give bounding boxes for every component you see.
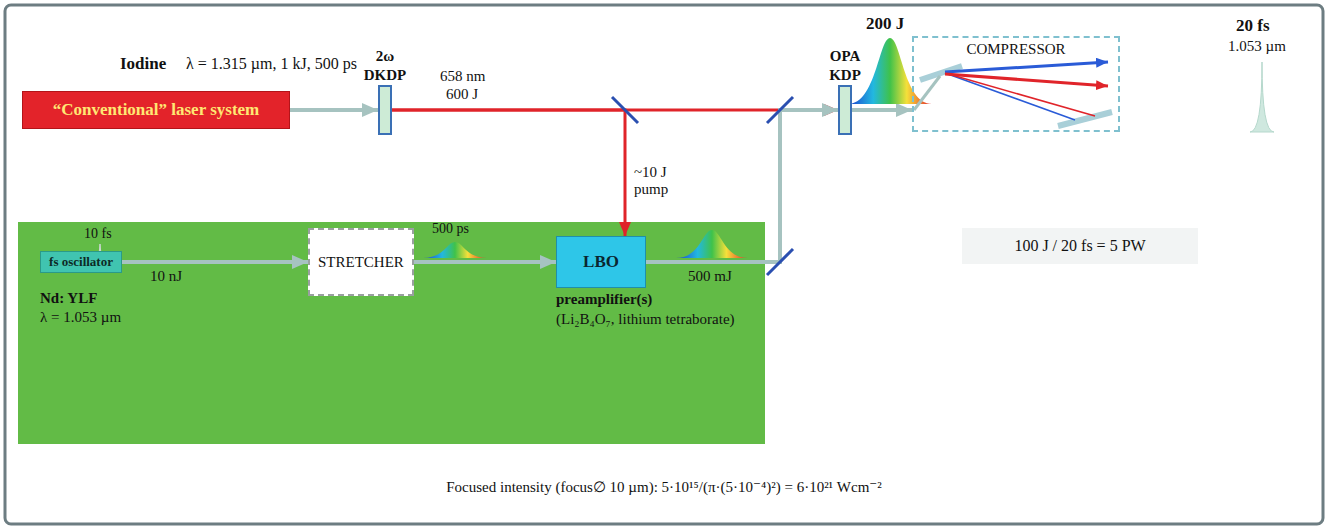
process-box: “Conventional” laser system: [22, 91, 290, 129]
text-label: 20 fs: [1236, 16, 1270, 36]
box-label: 100 J / 20 fs = 5 PW: [1014, 237, 1145, 255]
red-arrow: [945, 74, 1108, 86]
beam-splitter: [612, 97, 638, 123]
laser-beam: [646, 110, 838, 262]
pump-beam: [392, 109, 838, 112]
edge-label: 500 mJ: [688, 268, 732, 285]
crystal-element: 2ωDKDP: [355, 47, 415, 135]
edge-label: 10 nJ: [150, 268, 182, 285]
box-label: LBO: [583, 252, 619, 272]
text-label: λ = 1.053 µm: [40, 309, 121, 326]
text-label: 500 ps: [432, 221, 469, 237]
box-label: “Conventional” laser system: [53, 100, 260, 120]
process-box: fs oscillator: [40, 251, 122, 273]
grating: [1058, 112, 1112, 126]
crystal-slab: [838, 85, 852, 135]
process-box: COMPRESSOR: [912, 36, 1120, 132]
laser-beam: [852, 108, 912, 112]
mirror: [767, 249, 793, 275]
laser-beam: [122, 260, 308, 264]
box-label: STRETCHER: [318, 254, 404, 271]
process-box: 100 J / 20 fs = 5 PW: [962, 228, 1198, 264]
illustration: [92, 38, 1274, 275]
text-label: 658 nm: [440, 68, 485, 85]
process-box: STRETCHER: [308, 228, 414, 296]
blue-arrow: [945, 62, 1108, 72]
laser-beam: [290, 108, 378, 112]
beam: [914, 76, 940, 110]
beam-splitter: [767, 97, 793, 123]
background: [5, 5, 1323, 524]
note-text: (Li₂B₄O₇, lithium tetraborate): [556, 311, 735, 328]
crystal-slab: [378, 85, 392, 135]
seed-panel: [18, 222, 765, 444]
connector-layer: [122, 110, 912, 262]
output-pulse: [1250, 62, 1274, 132]
crystal-label: 2ω: [355, 47, 415, 66]
crystal-label: DKDP: [355, 66, 415, 85]
text-label: Focused intensity (focus∅ 10 µm): 5·10¹⁵…: [446, 478, 882, 496]
frame: [5, 5, 1323, 524]
box-label: COMPRESSOR: [966, 41, 1065, 58]
pump-beam: [392, 110, 625, 236]
text-label: Iodine: [120, 54, 166, 74]
box-label: fs oscillator: [49, 254, 113, 270]
text-label: 600 J: [446, 86, 478, 103]
text-label: Nd: YLF: [40, 290, 97, 307]
note-text: preamplifier(s): [556, 291, 735, 308]
crystal-box: LBO: [556, 236, 646, 288]
laser-beam: [414, 260, 556, 264]
edge-label: ~10 J pump: [634, 164, 682, 198]
text-label: 200 J: [866, 14, 904, 34]
grating: [920, 66, 962, 80]
crystal-label: OPA: [815, 47, 875, 66]
text-label: 1.053 µm: [1228, 38, 1286, 55]
text-label: λ = 1.315 µm, 1 kJ, 500 ps: [186, 55, 357, 73]
chirped-pulse: [423, 242, 487, 258]
chirped-pulse: [676, 230, 748, 258]
text-label: 10 fs: [84, 226, 112, 242]
crystal-label: KDP: [815, 66, 875, 85]
crystal-element: OPAKDP: [815, 47, 875, 135]
